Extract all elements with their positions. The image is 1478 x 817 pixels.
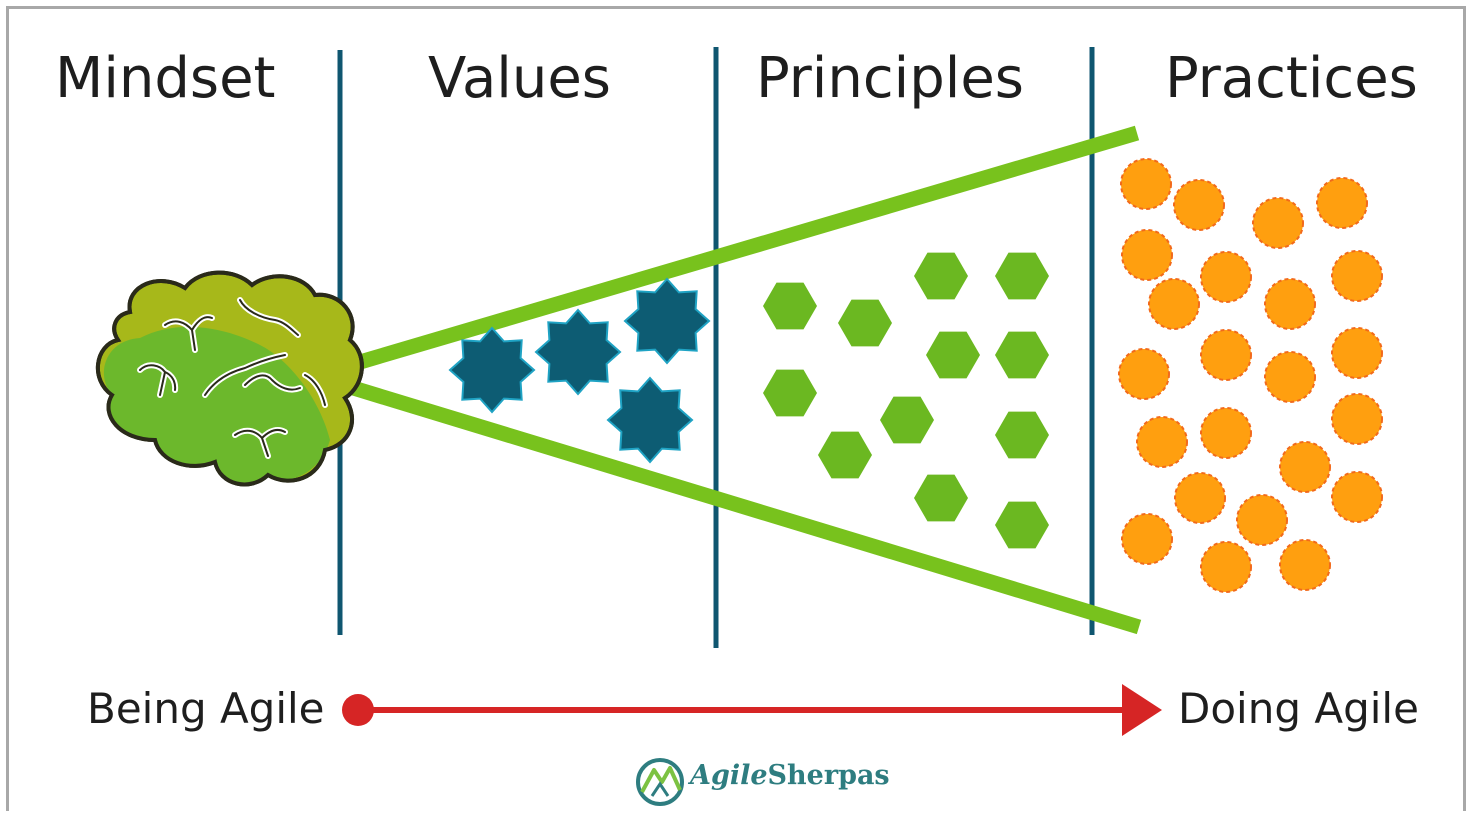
being-agile-label: Being Agile (87, 684, 325, 733)
principle-hexagon-5 (926, 331, 980, 379)
funnel-bottom-line (347, 379, 1142, 635)
practice-circle-11 (1200, 329, 1252, 381)
practice-circle-22 (1200, 541, 1252, 593)
practice-circle-16 (1331, 393, 1383, 445)
practice-circle-10 (1118, 348, 1170, 400)
being-to-doing-arrow (342, 684, 1162, 736)
column-title-values: Values (428, 46, 611, 111)
principle-hexagon-7 (763, 369, 817, 417)
practice-circle-3 (1252, 197, 1304, 249)
funnel (347, 125, 1142, 635)
principle-hexagon-3 (914, 252, 968, 300)
practice-circle-20 (1121, 513, 1173, 565)
practice-circle-14 (1136, 416, 1188, 468)
practice-circle-5 (1121, 229, 1173, 281)
practice-circle-7 (1331, 250, 1383, 302)
practice-circle-2 (1173, 179, 1225, 231)
principle-hexagon-8 (880, 396, 934, 444)
practice-circle-9 (1264, 278, 1316, 330)
value-star-4 (606, 376, 694, 464)
agilesherpas-logo-icon (636, 758, 684, 806)
principle-hexagon-2 (838, 299, 892, 347)
practice-circle-8 (1148, 278, 1200, 330)
practice-circle-21 (1236, 494, 1288, 546)
column-title-principles: Principles (756, 46, 1024, 111)
practice-circle-18 (1174, 472, 1226, 524)
practices-circles (1118, 158, 1383, 593)
practice-circle-15 (1200, 407, 1252, 459)
funnel-top-line (347, 125, 1140, 373)
logo-brand-bold: Agile (690, 760, 768, 791)
principle-hexagon-12 (995, 501, 1049, 549)
column-dividers (337, 47, 1095, 648)
principle-hexagon-11 (914, 474, 968, 522)
principle-hexagon-4 (995, 252, 1049, 300)
principle-hexagon-6 (995, 331, 1049, 379)
values-stars (448, 277, 711, 464)
doing-agile-label: Doing Agile (1178, 684, 1419, 733)
practice-circle-19 (1331, 471, 1383, 523)
logo-brand-rest: Sherpas (767, 760, 890, 791)
practice-circle-17 (1279, 441, 1331, 493)
principle-hexagon-10 (995, 411, 1049, 459)
value-star-1 (448, 326, 536, 414)
practice-circle-1 (1120, 158, 1172, 210)
practice-circle-23 (1279, 539, 1331, 591)
principle-hexagon-1 (763, 282, 817, 330)
agilesherpas-logo-text: AgileSherpas (690, 760, 890, 791)
value-star-2 (534, 308, 622, 396)
practice-circle-13 (1264, 351, 1316, 403)
value-star-3 (623, 277, 711, 365)
practice-circle-4 (1316, 177, 1368, 229)
principles-hexagons (763, 252, 1049, 549)
column-title-practices: Practices (1165, 46, 1418, 111)
arrow-head (1122, 684, 1162, 736)
principle-hexagon-9 (818, 431, 872, 479)
column-title-mindset: Mindset (55, 46, 276, 111)
brain-icon (95, 270, 364, 487)
practice-circle-12 (1331, 327, 1383, 379)
practice-circle-6 (1200, 251, 1252, 303)
